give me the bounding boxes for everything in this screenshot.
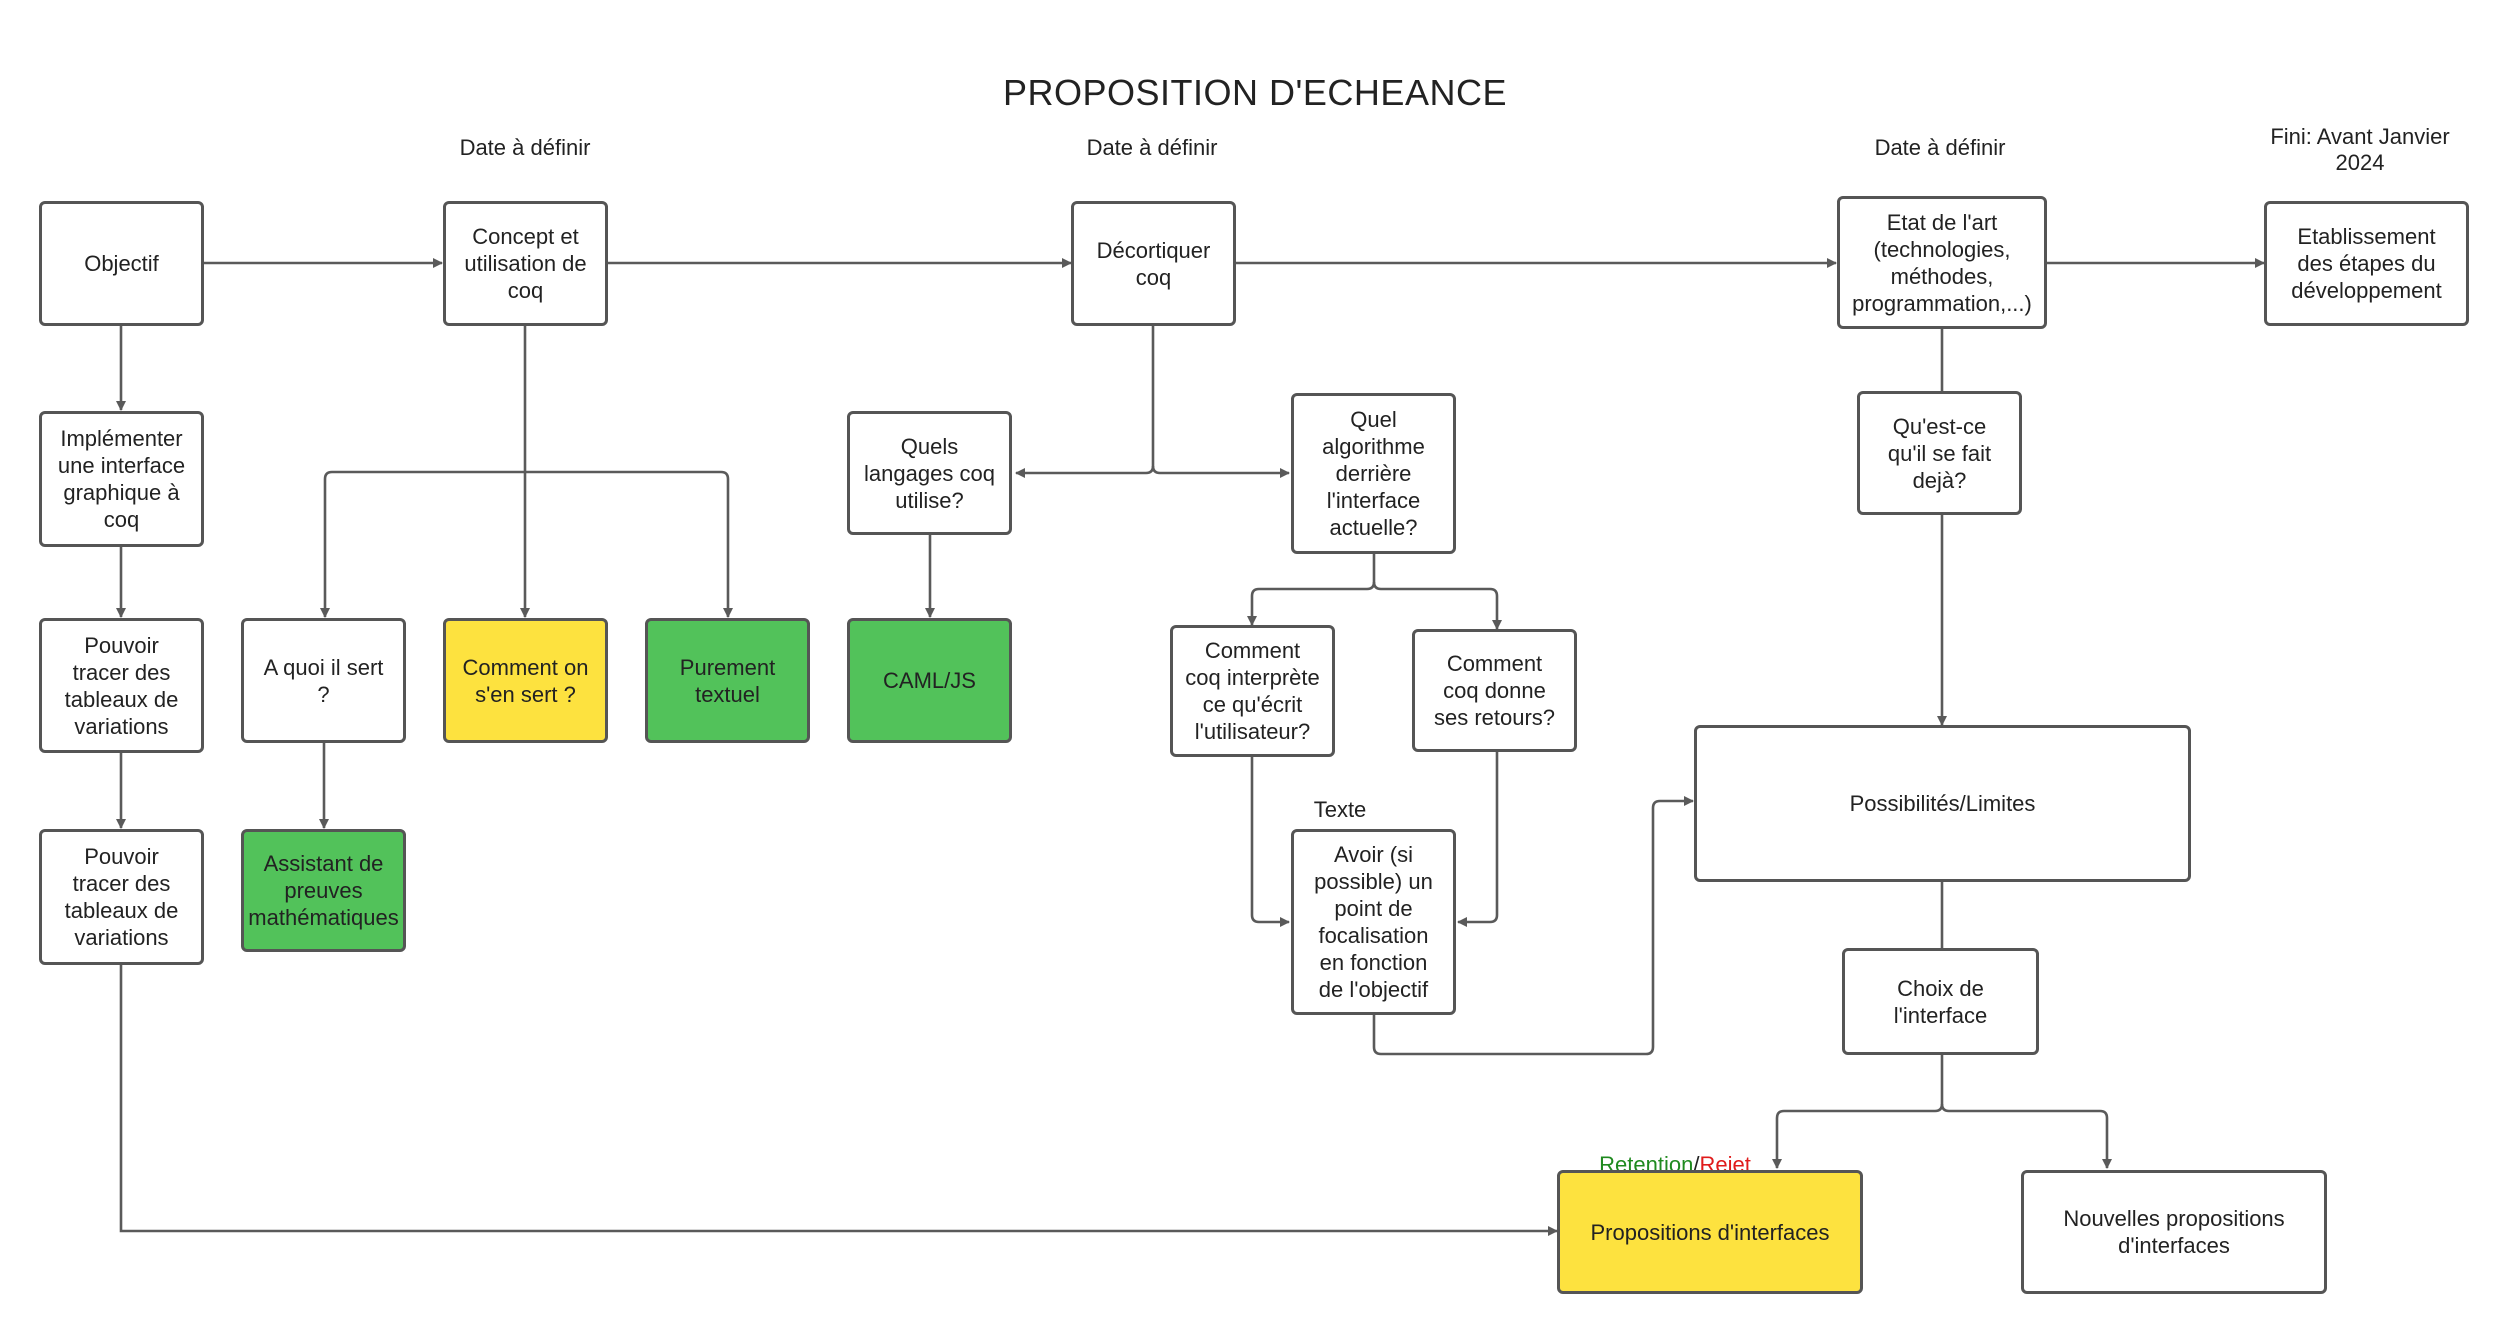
date-label-etat: Date à définir bbox=[1874, 135, 2006, 160]
node-avoir[interactable]: Avoir (si possible) un point de focalisa… bbox=[1291, 829, 1456, 1015]
edge-choix-propositions bbox=[1772, 1055, 1944, 1169]
edge-decortiquer-split bbox=[1015, 326, 1155, 478]
date-label-decortiquer: Date à définir bbox=[1086, 135, 1218, 160]
node-objectif[interactable]: Objectif bbox=[39, 201, 204, 326]
node-purement[interactable]: Purement textuel bbox=[645, 618, 810, 743]
node-nouvelles[interactable]: Nouvelles propositions d'interfaces bbox=[2021, 1170, 2327, 1294]
edge-algo-retours bbox=[1372, 581, 1502, 630]
edge-pouvoir2-propositions bbox=[119, 965, 1558, 1236]
node-a-quoi[interactable]: A quoi il sert ? bbox=[241, 618, 406, 743]
node-decortiquer[interactable]: Décortiquer coq bbox=[1071, 201, 1236, 326]
texte-label: Texte bbox=[1313, 797, 1367, 822]
node-implementer[interactable]: Implémenter une interface graphique à co… bbox=[39, 411, 204, 547]
node-comment-on[interactable]: Comment on s'en sert ? bbox=[443, 618, 608, 743]
date-label-concept: Date à définir bbox=[459, 135, 591, 160]
node-assistant[interactable]: Assistant de preuves mathématiques bbox=[241, 829, 406, 952]
edge-decortiquer-algo bbox=[1151, 465, 1290, 478]
node-choix[interactable]: Choix de l'interface bbox=[1842, 948, 2039, 1055]
node-comment-retours[interactable]: Comment coq donne ses retours? bbox=[1412, 629, 1577, 752]
node-etat-art[interactable]: Etat de l'art (technologies, méthodes, p… bbox=[1837, 196, 2047, 329]
node-comment-interprete[interactable]: Comment coq interprète ce qu'écrit l'uti… bbox=[1170, 625, 1335, 757]
slash-text: / bbox=[1693, 1152, 1700, 1177]
edge-avoir-possibilites bbox=[1372, 796, 1694, 1056]
node-concept[interactable]: Concept et utilisation de coq bbox=[443, 201, 608, 326]
node-propositions[interactable]: Propositions d'interfaces bbox=[1557, 1170, 1863, 1294]
deadline-label: Fini: Avant Janvier 2024 bbox=[2270, 124, 2450, 175]
node-pouvoir-2[interactable]: Pouvoir tracer des tableaux de variation… bbox=[39, 829, 204, 965]
node-caml[interactable]: CAML/JS bbox=[847, 618, 1012, 743]
edge-concept-purement bbox=[525, 470, 733, 618]
node-quel-algo[interactable]: Quel algorithme derrière l'interface act… bbox=[1291, 393, 1456, 554]
node-possibilites[interactable]: Possibilités/Limites bbox=[1694, 725, 2191, 882]
edge-concept-aquoi bbox=[320, 470, 525, 618]
edge-algo-interprete bbox=[1247, 554, 1376, 626]
node-pouvoir-1[interactable]: Pouvoir tracer des tableaux de variation… bbox=[39, 618, 204, 753]
node-quels-langages[interactable]: Quels langages coq utilise? bbox=[847, 411, 1012, 535]
diagram-title: PROPOSITION D'ECHEANCE bbox=[1003, 72, 1507, 113]
node-quest-ce[interactable]: Qu'est-ce qu'il se fait dejà? bbox=[1857, 391, 2022, 515]
edge-interprete-avoir bbox=[1250, 757, 1290, 927]
edge-retours-avoir bbox=[1457, 752, 1499, 927]
edge-choix-nouvelles bbox=[1940, 1103, 2112, 1169]
node-etablissement[interactable]: Etablissement des étapes du développemen… bbox=[2264, 201, 2469, 326]
